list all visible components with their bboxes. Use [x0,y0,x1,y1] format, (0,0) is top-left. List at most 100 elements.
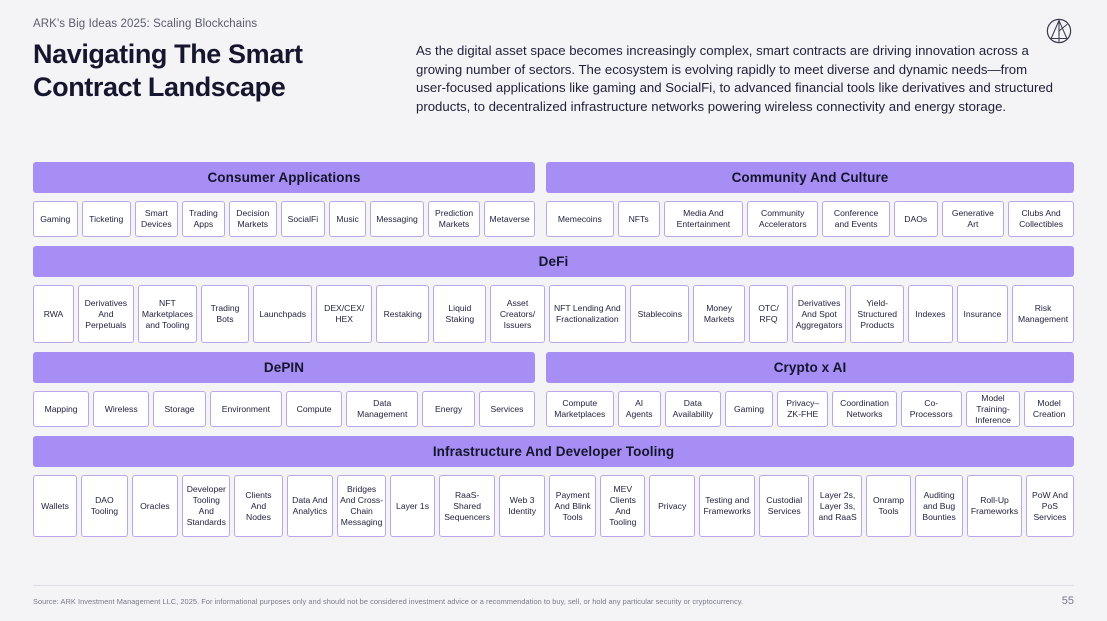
category-item[interactable]: Money Markets [693,285,745,343]
category-item[interactable]: Clients And Nodes [234,475,283,537]
category-item[interactable]: Mapping [33,391,90,427]
category-item[interactable]: Data And Analytics [286,475,334,537]
group-header-community-and-culture[interactable]: Community And Culture [546,162,1074,193]
category-item[interactable]: Gaming [33,201,78,237]
page-title: Navigating The Smart Contract Landscape [33,39,303,102]
category-item[interactable]: Derivatives And Spot Aggregators [792,285,847,343]
category-item[interactable]: Memecoins [546,201,614,237]
category-item[interactable]: Ticketing [81,201,131,237]
category-item[interactable]: DEX/CEX/ HEX [316,285,373,343]
category-item[interactable]: Wallets [33,475,78,537]
category-item[interactable]: Testing and Frameworks [699,475,756,537]
category-item[interactable]: Coordination Networks [832,391,897,427]
group-header-infrastructure-and-developer-tooling[interactable]: Infrastructure And Developer Tooling [33,436,1074,467]
category-item[interactable]: Launchpads [252,285,313,343]
category-item[interactable]: Bridges And Cross- Chain Messaging [337,475,387,537]
category-item[interactable]: Payment And Blink Tools [549,475,597,537]
category-item[interactable]: Smart Devices [134,201,178,237]
category-item[interactable]: Co- Processors [900,391,962,427]
intro-paragraph: As the digital asset space becomes incre… [416,43,1054,115]
slide-footer: Source: ARK Investment Management LLC, 2… [33,585,1074,607]
category-item[interactable]: NFT Marketplaces and Tooling [137,285,198,343]
category-item[interactable]: Trading Bots [201,285,249,343]
category-item[interactable]: Custodial Services [759,475,810,537]
category-item[interactable]: DAOs [893,201,938,237]
category-item[interactable]: Data Management [346,391,419,427]
category-item[interactable]: Energy [422,391,475,427]
category-item[interactable]: Insurance [956,285,1009,343]
category-item[interactable]: Privacy– ZK-FHE [777,391,829,427]
group-header-depin[interactable]: DePIN [33,352,535,383]
category-item[interactable]: Wireless [93,391,150,427]
group-header-crypto-x-ai[interactable]: Crypto x AI [546,352,1074,383]
category-item[interactable]: Messaging [370,201,424,237]
category-item[interactable]: Conference and Events [822,201,890,237]
category-item[interactable]: Yield- Structured Products [850,285,905,343]
category-item[interactable]: Liquid Staking [433,285,487,343]
category-item[interactable]: Indexes [908,285,953,343]
category-item[interactable]: Community Accelerators [747,201,819,237]
category-item[interactable]: SocialFi [280,201,326,237]
slide-header: ARK's Big Ideas 2025: Scaling Blockchain… [0,0,1107,117]
category-item[interactable]: Derivatives And Perpetuals [77,285,134,343]
category-item[interactable]: Restaking [376,285,430,343]
category-item[interactable]: Model Creation [1024,391,1074,427]
category-item[interactable]: Prediction Markets [427,201,481,237]
category-item[interactable]: Compute [286,391,343,427]
category-item[interactable]: Storage [153,391,206,427]
group-header-consumer-applications[interactable]: Consumer Applications [33,162,535,193]
category-item[interactable]: Environment [209,391,283,427]
category-item[interactable]: NFTs [617,201,660,237]
ark-invest-logo-icon [1044,16,1074,46]
group-header-defi[interactable]: DeFi [33,246,1074,277]
category-item[interactable]: Data Availability [664,391,721,427]
category-item[interactable]: Risk Management [1012,285,1075,343]
category-item[interactable]: Layer 2s, Layer 3s, and RaaS [813,475,863,537]
category-item[interactable]: OTC/ RFQ [748,285,789,343]
category-item[interactable]: Generative Art [941,201,1005,237]
category-item[interactable]: Roll-Up Frameworks [967,475,1022,537]
category-item[interactable]: Services [478,391,536,427]
category-item[interactable]: Auditing and Bug Bounties [915,475,964,537]
category-item[interactable]: Privacy [649,475,696,537]
category-item[interactable]: Decision Markets [228,201,277,237]
category-item[interactable]: Metaverse [484,201,535,237]
category-item[interactable]: NFT Lending And Fractionalization [548,285,627,343]
category-item[interactable]: Developer Tooling And Standards [182,475,231,537]
category-item[interactable]: Clubs And Collectibles [1008,201,1075,237]
category-item[interactable]: DAO Tooling [81,475,128,537]
header-row: Navigating The Smart Contract Landscape … [33,38,1074,117]
category-item[interactable]: MEV Clients And Tooling [600,475,646,537]
category-item[interactable]: Oracles [131,475,179,537]
category-item[interactable]: RWA [33,285,74,343]
category-item[interactable]: Stablecoins [630,285,690,343]
category-item[interactable]: Asset Creators/ Issuers [490,285,545,343]
category-item[interactable]: Gaming [724,391,774,427]
category-item[interactable]: Compute Marketplaces [546,391,614,427]
category-item[interactable]: Music [329,201,367,237]
category-item[interactable]: Trading Apps [181,201,225,237]
category-item[interactable]: Onramp Tools [866,475,912,537]
category-item[interactable]: Web 3 Identity [499,475,546,537]
category-item[interactable]: Layer 1s [390,475,435,537]
page-number: 55 [1061,595,1074,607]
category-item[interactable]: Media And Entertainment [663,201,744,237]
category-item[interactable]: AI Agents [617,391,661,427]
source-note: Source: ARK Investment Management LLC, 2… [33,596,744,606]
category-item[interactable]: RaaS-Shared Sequencers [439,475,496,537]
category-item[interactable]: Model Training- Inference [965,391,1021,427]
category-item[interactable]: PoW And PoS Services [1025,475,1075,537]
